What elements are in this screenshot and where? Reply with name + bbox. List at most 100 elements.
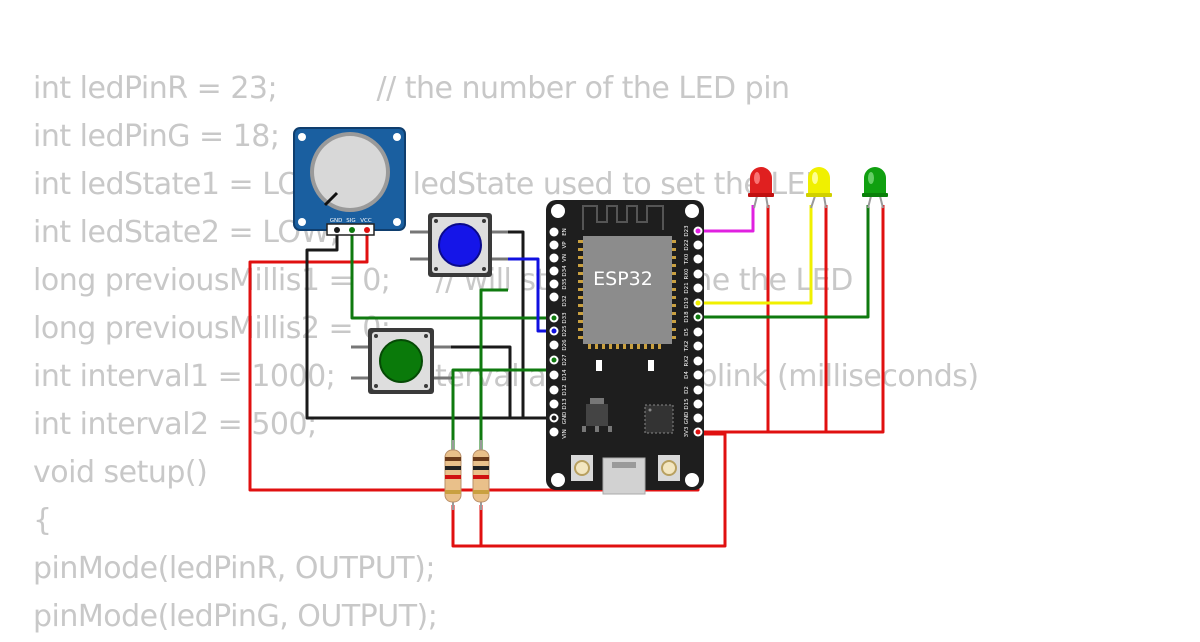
pot-pin-gnd[interactable] [334,227,340,233]
pin-label: D14 [562,369,568,381]
code-line: int ledPinR = 23; // the number of the L… [33,71,790,106]
code-line: pinMode(ledPinG, OUTPUT); [33,599,438,634]
pin-label: D12 [562,384,568,395]
pin-d13[interactable] [549,399,559,409]
led-yellow[interactable] [806,167,832,209]
pin-vin[interactable] [549,427,559,437]
pot-pin-sig[interactable] [349,227,355,233]
pin-tx2[interactable] [693,341,703,351]
button-cap-blue[interactable] [438,223,482,267]
pin-label: D25 [562,325,568,337]
pin-label: D34 [562,265,568,277]
pin-gnd-right[interactable] [693,413,703,423]
smd-component [648,360,654,371]
pin-d12[interactable] [549,385,559,395]
pot-pin-label: VCC [360,218,372,224]
pin-d15[interactable] [693,399,703,409]
pin-label: D33 [562,312,568,324]
led-green[interactable] [862,167,888,209]
left-pin-labels: EN VP VN D34 D35 D32 D33 D25 D26 D27 D14… [562,228,568,439]
resistor-2[interactable] [472,440,490,510]
led-red[interactable] [748,167,774,209]
mount-hole [298,133,306,141]
wire-green-button-blue[interactable] [479,288,508,450]
pin-label: VN [562,254,568,262]
wire-green-button-green-pin[interactable] [451,360,556,378]
pin-d35[interactable] [549,279,559,289]
pushbutton-blue[interactable] [410,213,508,277]
pin-d4[interactable] [693,370,703,380]
pin-d26[interactable] [549,340,559,350]
wire-green-button-green[interactable] [451,376,455,450]
pin-label: EN [562,228,568,236]
boot-button[interactable] [658,455,680,481]
pin-d21[interactable] [693,283,703,293]
resistor-1[interactable] [444,440,462,510]
pin-label: D22 [684,239,690,250]
mount-hole [393,133,401,141]
pin-label: D4 [684,371,690,379]
mount-hole [685,473,699,487]
esp32-module-shield [583,236,672,344]
pot-pin-label: GND [330,218,343,224]
pin-d22[interactable] [693,240,703,250]
wire-yellow-led-yellow[interactable] [698,205,813,305]
mount-hole [298,218,306,226]
pin-label: RX0 [684,268,690,280]
pin-vp[interactable] [549,240,559,250]
potentiometer[interactable]: GND SIG VCC [293,127,406,236]
en-button[interactable] [571,455,593,481]
pin-label: D23 [684,225,690,237]
pin-label: GND [684,412,690,425]
pin-rx2[interactable] [693,356,703,366]
pin-label: D26 [562,339,568,351]
pin-label: RX2 [684,355,690,366]
code-line: pinMode(ledPinR, OUTPUT); [33,551,435,586]
pin-d2[interactable] [693,385,703,395]
pin-label: GND [562,412,568,425]
pin-vn[interactable] [549,253,559,263]
pin-label: VP [562,241,568,249]
pin-label: D18 [684,311,690,323]
pin-en[interactable] [549,227,559,237]
pushbutton-green[interactable] [351,328,451,394]
pin-tx0[interactable] [693,254,703,264]
mount-hole [685,204,699,218]
pin-label: D35 [562,278,568,290]
pin-d5[interactable] [693,327,703,337]
smd-component [596,360,602,371]
wire-green-led-green[interactable] [698,205,870,319]
pot-pin-label: SIG [346,218,355,224]
right-pin-header [693,226,703,437]
pin-rx0[interactable] [693,269,703,279]
pin-label: TX2 [684,341,690,353]
esp32-board[interactable]: ESP32 [546,200,704,495]
pot-knob-indicator [323,191,339,207]
code-background: int ledPinR = 23; // the number of the L… [33,66,979,642]
pin-label: D19 [684,297,690,309]
right-pin-labels: D23 D22 TX0 RX0 D21 D19 D18 D5 TX2 RX2 D… [684,225,690,438]
mount-hole [393,218,401,226]
wire-black-button-blue[interactable] [508,230,525,418]
esp32-chip-label: ESP32 [593,268,653,290]
button-cap-green[interactable] [379,339,423,383]
antenna-trace [582,205,664,230]
mount-hole [551,473,565,487]
pin-d34[interactable] [549,266,559,276]
wire-red-resistor1-3v3[interactable] [451,432,727,548]
wire-black-button-green[interactable] [451,345,512,418]
wire-endpoints [551,228,701,435]
pin-d14[interactable] [549,370,559,380]
pin-label: D32 [562,295,568,306]
wire-red-led-green[interactable] [826,205,885,434]
wire-green-pot-sig[interactable] [350,230,554,320]
pin-label: TX0 [684,253,690,265]
wire-magenta-led-red[interactable] [698,205,755,233]
pin-label: D13 [562,398,568,410]
pin-d32[interactable] [549,292,559,302]
pin-label: D5 [684,328,690,336]
pin-label: D21 [684,282,690,293]
pot-pin-vcc[interactable] [364,227,370,233]
code-line: int interval2 = 500; [33,407,317,442]
wire-black-pot-gnd[interactable] [305,230,554,420]
